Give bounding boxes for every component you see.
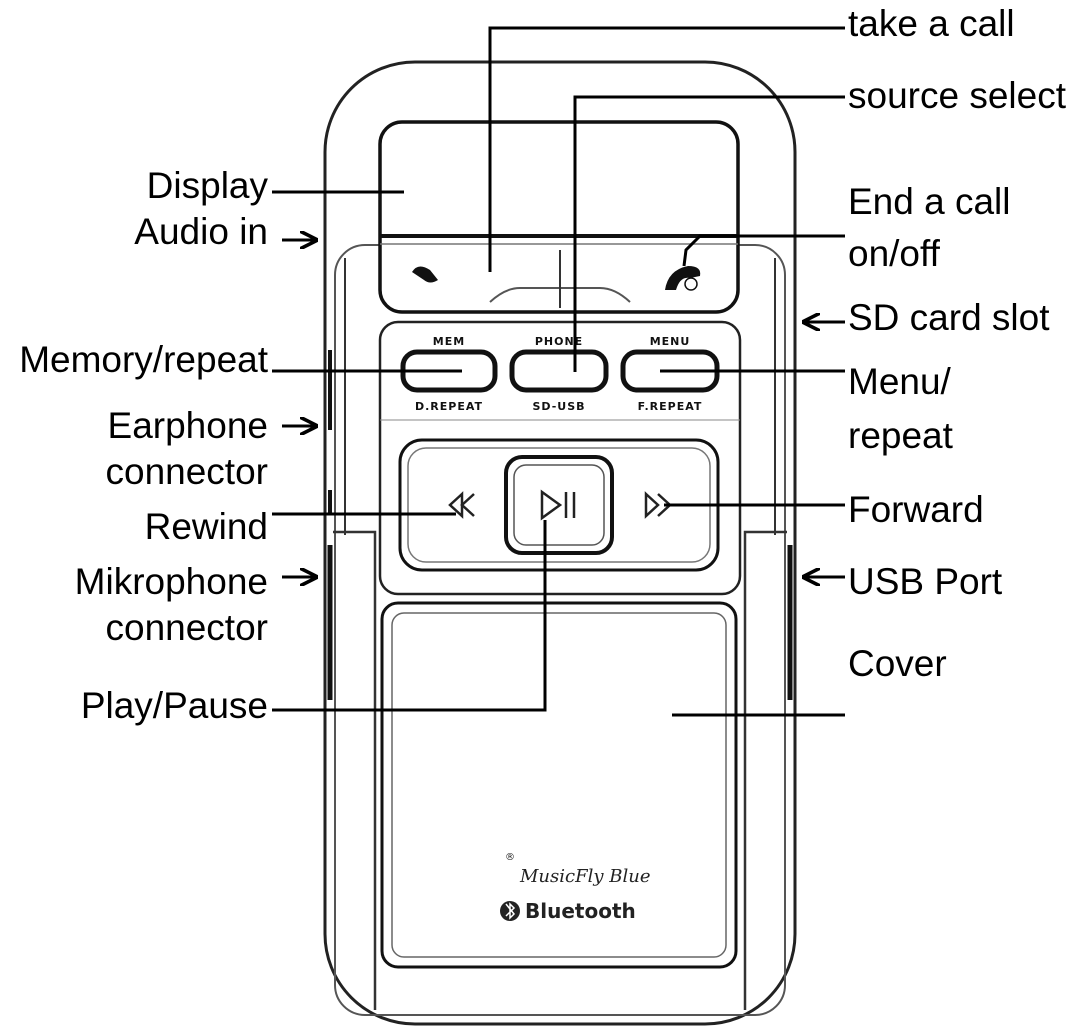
label-rewind: Rewind: [144, 506, 268, 547]
label-earphone-2: connector: [105, 451, 269, 492]
phone-top-label: PHONE: [535, 335, 583, 348]
rewind-icon[interactable]: [448, 491, 475, 519]
label-on-off: on/off: [848, 233, 940, 274]
label-audio-in: Audio in: [134, 211, 268, 252]
cover-panel: [380, 601, 738, 969]
label-earphone-1: Earphone: [107, 405, 268, 446]
label-source-select: source select: [848, 75, 1066, 116]
play-pause-icon: [540, 489, 576, 521]
label-display: Display: [146, 165, 268, 206]
label-mikrophone-2: connector: [105, 607, 269, 648]
label-forward: Forward: [848, 489, 984, 530]
end-call-icon: [665, 266, 701, 290]
bluetooth-logo: Bluetooth: [525, 899, 636, 923]
leader-take-a-call: [488, 26, 845, 272]
label-cover: Cover: [848, 643, 947, 684]
label-usb-port: USB Port: [848, 561, 1003, 602]
phone-bottom-label: SD-USB: [532, 400, 585, 413]
display-screen: [378, 120, 740, 314]
menu-top-label: MENU: [650, 335, 691, 348]
take-call-icon: [412, 266, 438, 283]
leader-play-pause: [272, 520, 547, 712]
label-end-a-call: End a call: [848, 181, 1011, 222]
mem-top-label: MEM: [433, 335, 465, 348]
label-play-pause: Play/Pause: [80, 685, 268, 726]
label-menu-repeat-2: repeat: [848, 415, 953, 456]
label-memory-repeat: Memory/repeat: [19, 339, 268, 380]
label-menu-repeat-1: Menu/: [848, 361, 951, 402]
mem-bottom-label: D.REPEAT: [415, 400, 483, 413]
label-mikrophone-1: Mikrophone: [74, 561, 268, 602]
menu-bottom-label: F.REPEAT: [638, 400, 703, 413]
svg-text:®: ®: [505, 852, 515, 863]
leader-source-select: [573, 95, 845, 372]
label-sd-card-slot: SD card slot: [848, 297, 1050, 338]
leader-end-call: [682, 234, 845, 267]
brand-logo: MusicFly Blue: [519, 866, 650, 887]
phone-button[interactable]: [509, 349, 609, 393]
label-take-a-call: take a call: [848, 3, 1015, 44]
